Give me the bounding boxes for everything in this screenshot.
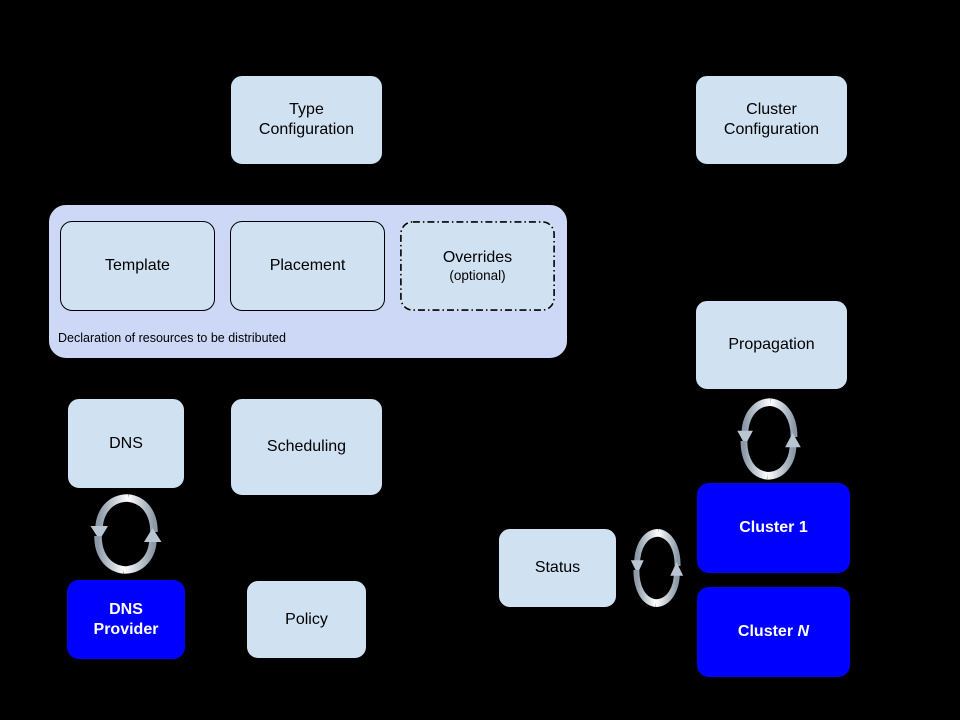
group-caption: Declaration of resources to be distribut… [58, 331, 286, 345]
sync-arrows-icon-status [629, 527, 685, 609]
placement-label: Placement [269, 257, 346, 275]
scheduling-label: Scheduling [266, 438, 347, 456]
cluster-configuration-label-line1: Cluster [746, 101, 797, 119]
cluster-n-label: Cluster N [738, 622, 809, 642]
sync-arrows-icon-propagation [735, 396, 803, 482]
node-placement[interactable]: Placement [230, 221, 385, 311]
node-cluster-1[interactable]: Cluster 1 [697, 483, 850, 573]
sync-arrows-icon-dns [88, 492, 164, 576]
node-cluster-configuration[interactable]: Cluster Configuration [695, 75, 848, 165]
node-propagation[interactable]: Propagation [695, 300, 848, 390]
template-label: Template [105, 257, 170, 275]
cluster-n-label-prefix: Cluster [737, 623, 798, 641]
overrides-label: Overrides [442, 249, 513, 267]
type-configuration-label-line1: Type [289, 101, 324, 119]
cluster-1-label-suffix: 1 [798, 519, 808, 537]
node-dns[interactable]: DNS [67, 398, 185, 489]
dns-provider-label-line1: DNS [109, 600, 143, 618]
node-cluster-n[interactable]: Cluster N [697, 587, 850, 677]
dns-label: DNS [109, 434, 143, 452]
node-scheduling[interactable]: Scheduling [230, 398, 383, 496]
policy-label: Policy [285, 610, 328, 628]
node-type-configuration[interactable]: Type Configuration [230, 75, 383, 165]
cluster-1-label-prefix: Cluster [739, 519, 799, 537]
cluster-configuration-label-line2: Configuration [723, 121, 820, 138]
status-label: Status [534, 559, 581, 577]
cluster-1-label: Cluster 1 [739, 518, 807, 538]
cluster-n-label-suffix: N [797, 623, 810, 641]
node-overrides[interactable]: Overrides (optional) [400, 221, 555, 311]
node-status[interactable]: Status [498, 528, 617, 608]
dns-provider-label-line2: Provider [93, 620, 159, 638]
overrides-sublabel: (optional) [449, 268, 506, 283]
type-configuration-label-line2: Configuration [258, 121, 355, 138]
node-policy[interactable]: Policy [246, 580, 367, 659]
node-template[interactable]: Template [60, 221, 215, 311]
node-dns-provider[interactable]: DNS Provider [67, 580, 185, 659]
propagation-label: Propagation [728, 336, 815, 354]
